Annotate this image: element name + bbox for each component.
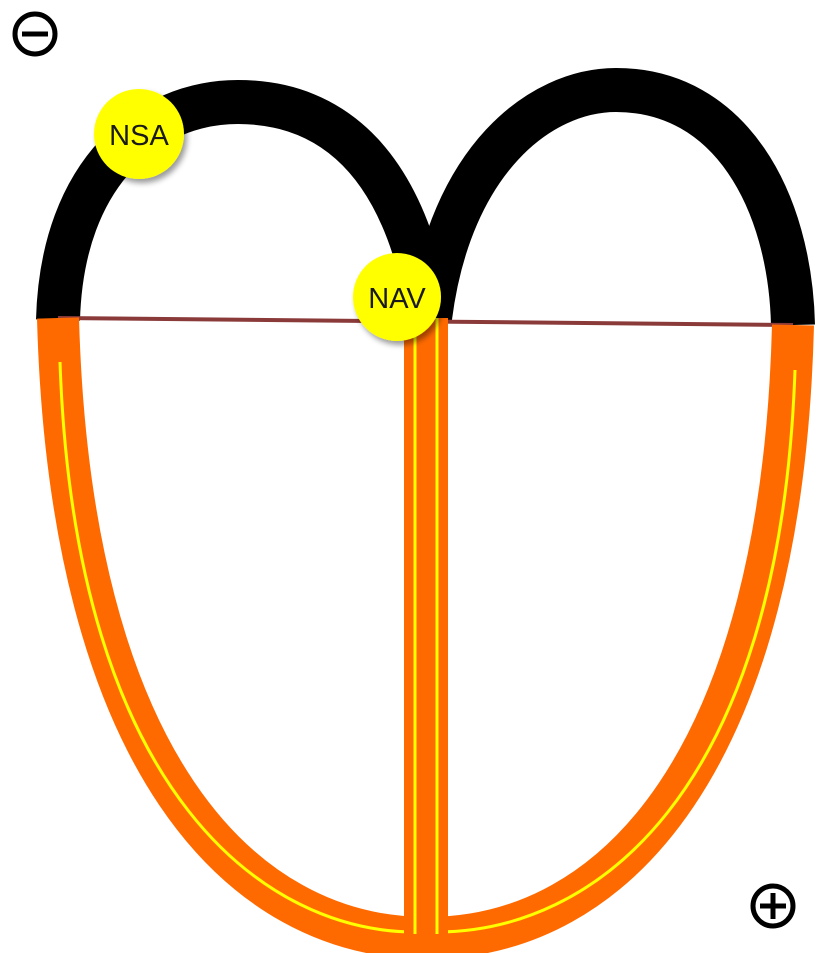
- septum: [404, 318, 448, 940]
- right-atrium: [430, 90, 793, 325]
- plus-circle-icon: [753, 886, 793, 926]
- av-node: NAV: [353, 253, 441, 341]
- sa-node: NSA: [94, 89, 184, 179]
- av-node-label: NAV: [368, 283, 426, 315]
- sa-node-label: NSA: [109, 120, 169, 152]
- septum-wall: [404, 318, 448, 940]
- minus-circle-icon: [15, 14, 55, 54]
